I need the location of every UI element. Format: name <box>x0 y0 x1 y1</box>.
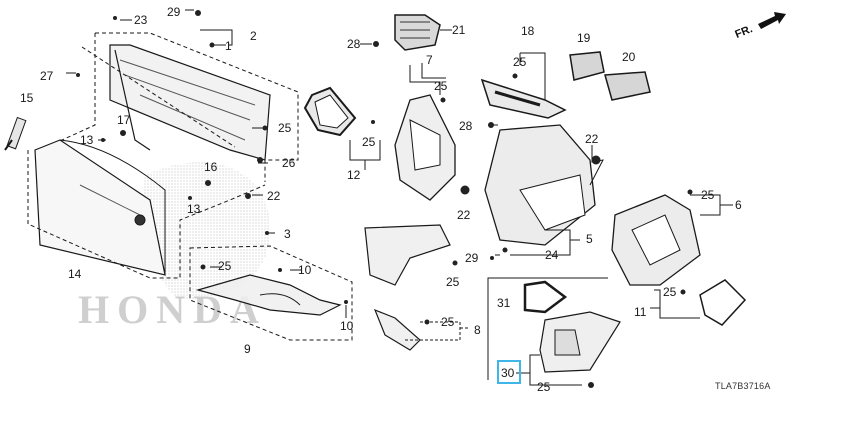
lid-11 <box>699 279 747 326</box>
callout-5[interactable]: 5 <box>586 232 593 246</box>
callout-24[interactable]: 24 <box>545 248 559 262</box>
clip-icon <box>278 268 282 272</box>
holder-30 <box>539 311 621 373</box>
clip-icon <box>424 319 430 325</box>
callout-18[interactable]: 18 <box>521 24 535 38</box>
clip-icon <box>76 73 80 77</box>
drawing-code: TLA7B3716A <box>715 381 771 391</box>
callout-13[interactable]: 13 <box>80 133 94 147</box>
callout-10[interactable]: 10 <box>340 319 354 333</box>
callout-15[interactable]: 15 <box>20 91 34 105</box>
clip-icon <box>257 157 263 163</box>
clip-icon <box>265 231 269 235</box>
clip-icon <box>687 189 693 195</box>
clip-icon <box>113 16 117 20</box>
clip-icon <box>680 289 686 295</box>
clip-icon <box>262 125 268 131</box>
callout-9[interactable]: 9 <box>244 342 251 356</box>
callout-27[interactable]: 27 <box>40 69 54 83</box>
callout-2[interactable]: 2 <box>250 29 257 43</box>
callout-1[interactable]: 1 <box>225 39 232 53</box>
clip-icon <box>512 73 518 79</box>
clip-icon <box>591 155 601 165</box>
clip-icon <box>452 260 458 266</box>
lower-cover <box>195 274 342 316</box>
vent-19 <box>569 51 605 81</box>
cover-upper <box>364 224 451 286</box>
callout-22[interactable]: 22 <box>457 208 471 222</box>
clip-icon <box>120 130 126 136</box>
glove-box-door <box>34 139 166 276</box>
callout-25[interactable]: 25 <box>278 121 292 135</box>
callout-25[interactable]: 25 <box>362 135 376 149</box>
clip-icon <box>101 138 105 142</box>
clip-icon <box>344 300 348 304</box>
callout-30[interactable]: 30 <box>501 366 515 380</box>
callout-22[interactable]: 22 <box>585 132 599 146</box>
clip-icon <box>588 382 594 388</box>
callout-25[interactable]: 25 <box>663 285 677 299</box>
callout-29[interactable]: 29 <box>465 251 479 265</box>
callout-11[interactable]: 11 <box>634 305 647 319</box>
callout-25[interactable]: 25 <box>513 55 527 69</box>
callout-28[interactable]: 28 <box>347 37 361 51</box>
clip-icon <box>502 247 508 253</box>
callout-25[interactable]: 25 <box>701 188 715 202</box>
callout-25[interactable]: 25 <box>218 259 232 273</box>
mat-31 <box>523 280 568 314</box>
clip-icon <box>195 10 201 16</box>
clip-icon <box>200 264 206 270</box>
callout-22[interactable]: 22 <box>267 189 281 203</box>
callout-23[interactable]: 23 <box>134 13 148 27</box>
callout-30-highlight <box>497 360 521 384</box>
callout-8[interactable]: 8 <box>474 323 481 337</box>
glove-box-frame <box>109 44 271 161</box>
callout-19[interactable]: 19 <box>577 31 591 45</box>
clip-icon <box>209 42 215 48</box>
callout-26[interactable]: 26 <box>282 156 296 170</box>
callout-25[interactable]: 25 <box>434 79 448 93</box>
callout-28[interactable]: 28 <box>459 119 473 133</box>
clip-icon <box>188 196 192 200</box>
callout-16[interactable]: 16 <box>204 160 218 174</box>
callout-25[interactable]: 25 <box>446 275 460 289</box>
clip-icon <box>205 180 211 186</box>
callout-13[interactable]: 13 <box>187 202 201 216</box>
clip-icon <box>440 97 446 103</box>
clip-icon <box>245 193 251 199</box>
callout-12[interactable]: 12 <box>347 168 361 182</box>
front-arrow-icon <box>758 12 786 29</box>
callout-17[interactable]: 17 <box>117 113 131 127</box>
callout-31[interactable]: 31 <box>497 296 511 310</box>
clip-icon <box>488 122 494 128</box>
callout-10[interactable]: 10 <box>298 263 312 277</box>
callout-20[interactable]: 20 <box>622 50 636 64</box>
callout-29[interactable]: 29 <box>167 5 181 19</box>
clip-icon <box>371 120 375 124</box>
callout-6[interactable]: 6 <box>735 198 742 212</box>
callout-25[interactable]: 25 <box>441 315 455 329</box>
callout-21[interactable]: 21 <box>452 23 466 37</box>
callout-25[interactable]: 25 <box>537 380 551 394</box>
callout-14[interactable]: 14 <box>68 267 82 281</box>
vent-20 <box>604 71 651 101</box>
clip-icon <box>373 41 379 47</box>
vent-21 <box>394 14 441 51</box>
clip-icon <box>460 185 470 195</box>
callout-3[interactable]: 3 <box>284 227 291 241</box>
clip-icon <box>490 256 494 260</box>
callout-7[interactable]: 7 <box>426 53 433 67</box>
cover-8 <box>373 308 421 351</box>
